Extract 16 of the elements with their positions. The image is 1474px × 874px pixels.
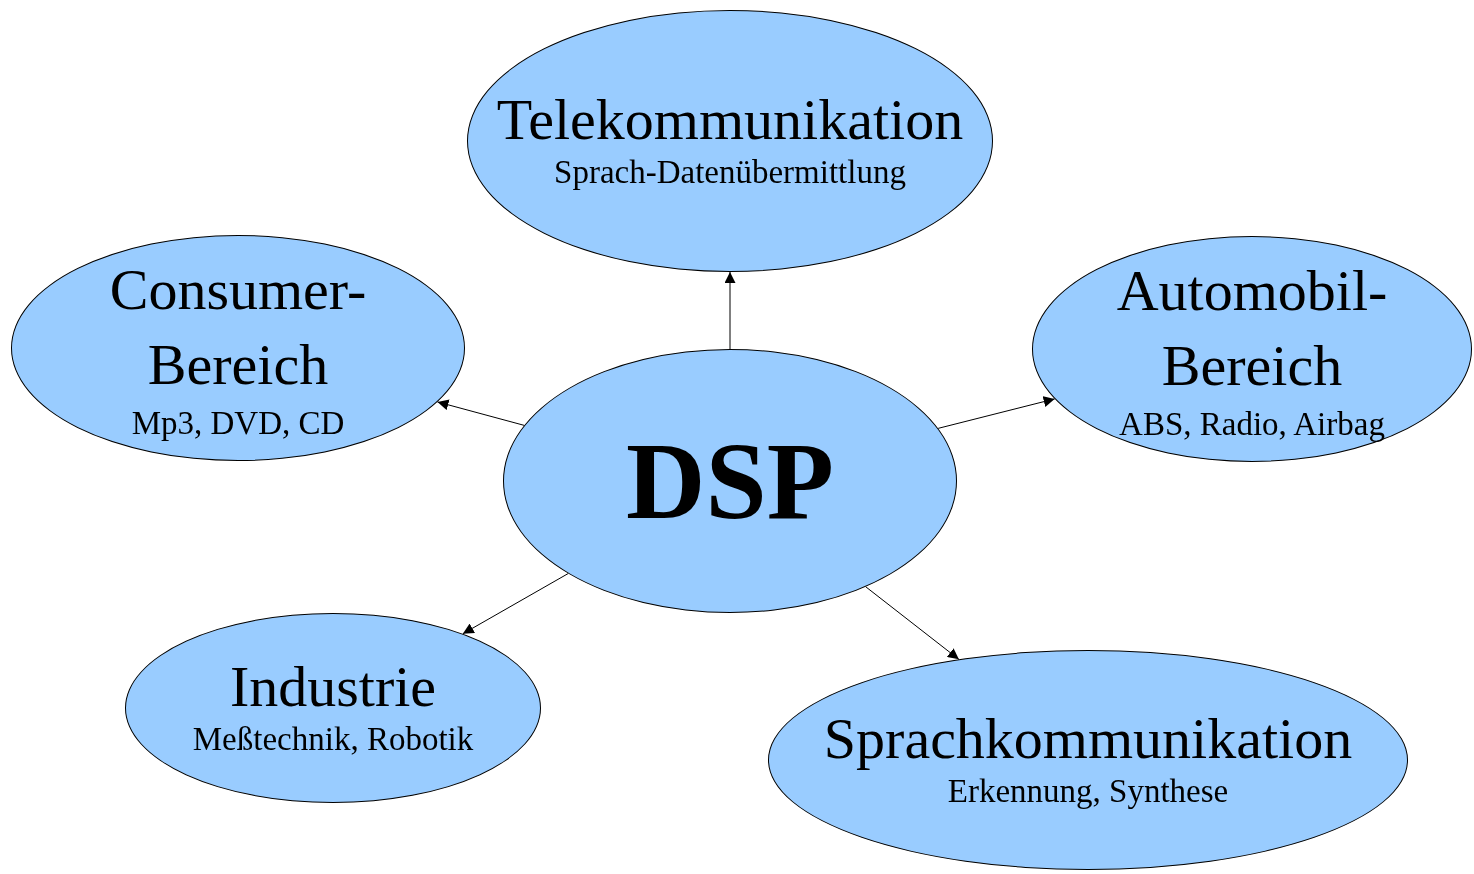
- node-subtitle: Meßtechnik, Robotik: [192, 720, 474, 760]
- arrow: [462, 573, 569, 635]
- arrow: [437, 399, 525, 426]
- node-subtitle: ABS, Radio, Airbag: [1119, 404, 1385, 444]
- node-title: DSP: [626, 426, 834, 536]
- node-subtitle: Sprach-Datenübermittlung: [554, 153, 906, 193]
- node-title: Consumer- Bereich: [108, 256, 368, 400]
- arrow: [937, 396, 1056, 429]
- node-subtitle: Mp3, DVD, CD: [131, 403, 345, 443]
- node-title: Industrie: [229, 655, 437, 720]
- arrow: [865, 586, 960, 660]
- arrow: [724, 271, 736, 350]
- node-title: Sprachkommunikation: [823, 707, 1353, 772]
- node-title: Automobil- Bereich: [1115, 257, 1389, 401]
- node-title: Telekommunikation: [496, 88, 964, 153]
- node-subtitle: Erkennung, Synthese: [947, 772, 1229, 812]
